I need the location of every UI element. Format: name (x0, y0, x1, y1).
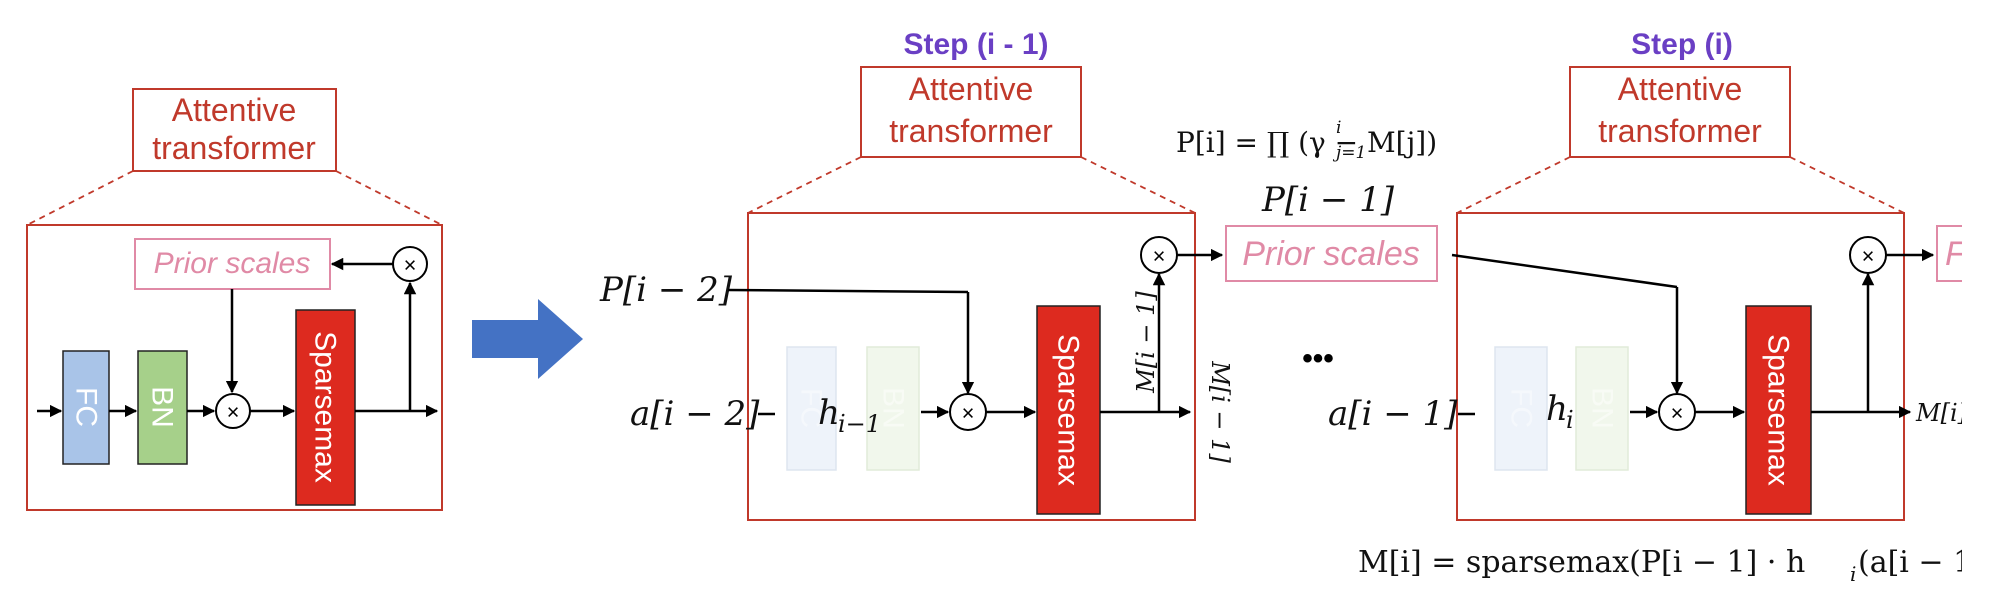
step-i-h-sub: i (1566, 406, 1574, 434)
left-bn-label: BN (146, 386, 179, 428)
step-prev-faded-bn-label: BN (877, 387, 910, 429)
step-prev-m-vertical-top: M[i − 1] (1132, 291, 1160, 394)
step-prev-header-line2: transformer (889, 113, 1053, 149)
step-i-h: h (1546, 389, 1568, 429)
ellipsis: ••• (1302, 342, 1334, 375)
prior-p-label: P[i − 1] (1261, 180, 1395, 220)
prior-product-formula: P[i] = ∏ (γ − M[j]) (1176, 126, 1437, 159)
step-prev-h-sub: i−1 (838, 410, 881, 438)
step-prev-zoom-right (1080, 156, 1196, 214)
step-prev-faded-fc-label: FC (795, 388, 828, 428)
step-i-faded-bn-label: BN (1586, 387, 1619, 429)
left-header-box (132, 88, 337, 172)
step-i-label: Step (i) (1631, 28, 1733, 61)
middle-section: P[i] = ∏ (γ − M[j]) i j=1 P[i − 1] Prior… (1176, 118, 1438, 375)
step-i-header-box (1569, 66, 1791, 158)
step-prev-p-line-h (727, 288, 969, 294)
step-i-faded-fc (1494, 346, 1548, 471)
step-prev-header-line1: Attentive (909, 71, 1034, 107)
step-i-zoom-left (1456, 156, 1571, 214)
mask-formula-sub: i (1850, 562, 1856, 586)
step-i-header-line1: Attentive (1618, 71, 1743, 107)
step-prev-multiply-top-sign: × (1153, 244, 1166, 269)
step-i-sparsemax-block (1745, 305, 1812, 515)
left-prior-scales-label: Prior scales (154, 247, 311, 280)
step-i-header-line2: transformer (1598, 113, 1762, 149)
left-multiply-sign-mid: × (227, 400, 240, 425)
left-header-line2: transformer (152, 130, 316, 166)
left-multiply-sign-top: × (404, 253, 417, 278)
prior-product-formula-sub: j=1 (1332, 143, 1366, 163)
step-i-sparsemax-label: Sparsemax (1762, 334, 1795, 486)
step-i-input-a: a[i − 1] (1328, 394, 1458, 434)
left-panel-frame (26, 224, 443, 511)
right-edge-mask (1962, 0, 2002, 594)
step-prev-header-box (860, 66, 1082, 158)
step-prev-input-p: P[i − 2] (599, 270, 733, 310)
step-prev-faded-bn (866, 346, 920, 471)
step-i-zoom-right (1789, 156, 1905, 214)
step-prev-faded-fc (786, 346, 837, 471)
left-sparsemax-label: Sparsemax (309, 331, 342, 483)
step-i-frame (1456, 212, 1905, 521)
step-prev-multiply-mid-sign: × (962, 401, 975, 426)
middle-prior-scales-box (1225, 225, 1438, 282)
mask-formula: M[i] = sparsemax(P[i − 1] · h i (a[i − 1… (1358, 545, 2002, 586)
middle-prior-scales-label: Prior scales (1242, 235, 1420, 273)
step-prev-sparsemax-block (1036, 305, 1101, 515)
mask-formula-main: M[i] = sparsemax(P[i − 1] · h (1358, 545, 1805, 580)
step-i-multiply-top-sign: × (1862, 244, 1875, 269)
left-zoom-line-left (26, 170, 134, 226)
transition-arrow (472, 299, 583, 379)
step-prev-panel: Step (i - 1) Attentive transformer FC BN… (599, 28, 1234, 521)
step-i-faded-bn (1575, 346, 1629, 471)
step-prev-label: Step (i - 1) (903, 28, 1048, 61)
step-prev-m-vertical-out: M[i − 1] (1206, 360, 1234, 463)
step-i-prior-line-diag (1451, 253, 1678, 289)
step-i-multiply-mid-sign: × (1671, 401, 1684, 426)
left-fc-label: FC (70, 387, 103, 427)
step-i-m-out: M[i] (1915, 399, 1968, 427)
left-zoom-line-right (335, 170, 443, 226)
prior-product-formula-sup: i (1336, 118, 1341, 138)
step-prev-h: h (818, 393, 840, 433)
left-header-line1: Attentive (172, 92, 297, 128)
step-prev-zoom-left (747, 156, 862, 214)
step-i-faded-fc-label: FC (1505, 388, 1538, 428)
step-prev-input-a: a[i − 2] (630, 394, 760, 434)
left-bn-block (137, 350, 188, 465)
left-sparsemax-block (295, 309, 356, 506)
left-panel: Attentive transformer Prior scales FC BN… (26, 88, 443, 511)
step-prev-sparsemax-label: Sparsemax (1052, 334, 1085, 486)
step-prev-frame (747, 212, 1196, 521)
left-fc-block (62, 350, 110, 465)
